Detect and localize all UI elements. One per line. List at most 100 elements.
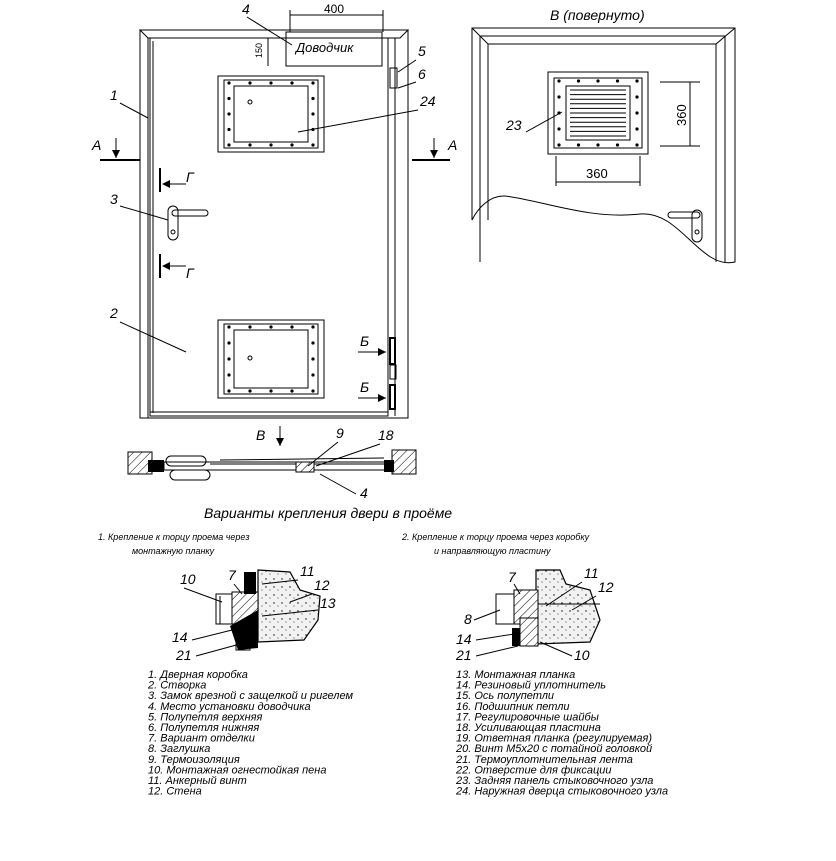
variant-2-wall	[535, 569, 601, 645]
vent-panel	[547, 71, 649, 155]
fastener-dot	[269, 81, 273, 85]
fastener-dot	[557, 79, 561, 83]
fastener-dot	[311, 81, 315, 85]
fastener-dot	[311, 389, 315, 393]
variant-1-line1: 1. Крепление к торцу проема через	[98, 532, 250, 542]
callout-5: 5	[418, 43, 426, 59]
v1-callout-10: 10	[180, 571, 196, 587]
legend-item: 4. Место установки доводчика	[148, 701, 311, 713]
fastener-dot	[269, 325, 273, 329]
legend-item: 22. Отверстие для фиксации	[455, 764, 612, 776]
legend-item: 19. Ответная планка (регулируемая)	[456, 733, 652, 745]
legend-item: 21. Термоуплотнительная лента	[455, 754, 633, 766]
hinge-top-upper	[389, 67, 398, 89]
closer-area	[285, 31, 383, 67]
fastener-dot	[311, 373, 315, 377]
fastener-dot	[248, 325, 252, 329]
legend-item: 14. Резиновый уплотнитель	[456, 680, 606, 692]
fastener-dot	[635, 79, 639, 83]
fastener-dot	[227, 127, 231, 132]
fastener-dot	[311, 127, 315, 132]
callout-4-plan: 4	[360, 485, 368, 501]
v2-callout-12: 12	[598, 579, 614, 595]
legend-item: 18. Усиливающая пластина	[456, 722, 601, 734]
v1-callout-13: 13	[320, 595, 336, 611]
door-frame	[139, 29, 409, 419]
dim-360-v-text: 360	[674, 104, 689, 126]
v2-callout-8: 8	[464, 611, 472, 627]
fastener-dot	[635, 95, 639, 99]
plan-wall-right	[391, 449, 417, 475]
view-b-handle-plate	[691, 209, 703, 243]
fastener-dot	[227, 96, 231, 101]
v1-callout-7: 7	[228, 567, 237, 583]
section-g-top-label: Г	[186, 169, 195, 185]
legend-item: 11. Анкерный винт	[148, 775, 247, 787]
v1-callout-14: 14	[172, 629, 188, 645]
v1-callout-11: 11	[300, 563, 315, 579]
section-b-2-label: Б	[360, 379, 369, 395]
door-front-view: Доводчик 400 150 4 5 6 24	[91, 1, 457, 446]
v2-callout-10: 10	[574, 647, 590, 663]
fastener-dot	[311, 357, 315, 361]
fastener-dot	[311, 325, 315, 329]
legend-item: 23. Задняя панель стыковочного узла	[455, 775, 653, 787]
callout-1: 1	[110, 87, 118, 103]
v2-callout-11: 11	[584, 565, 599, 581]
fastener-dot	[635, 127, 639, 131]
callout-24: 24	[419, 93, 436, 109]
view-b-handle	[667, 211, 701, 219]
view-b: В (повернуто) 360 360 23	[471, 7, 736, 264]
fastener-dot	[311, 143, 315, 147]
fastener-dot	[576, 79, 581, 83]
fastener-dot	[557, 111, 561, 115]
view-b-title: В (повернуто)	[550, 7, 645, 23]
dim-400-text: 400	[324, 2, 344, 16]
fastener-dot	[557, 95, 561, 99]
legend-item: 5. Полупетля верхняя	[148, 711, 263, 723]
callout-3: 3	[110, 191, 118, 207]
legend-item: 7. Вариант отделки	[148, 733, 255, 745]
fastener-dot	[635, 111, 639, 115]
fastener-dot	[557, 143, 561, 147]
callout-2: 2	[109, 305, 118, 321]
fastener-dot	[615, 79, 620, 83]
fastener-dot	[227, 325, 231, 329]
legend-item: 17. Регулировочные шайбы	[456, 711, 599, 723]
closer-label: Доводчик	[294, 40, 354, 55]
legend-item: 10. Монтажная огнестойкая пена	[148, 764, 326, 776]
fastener-dot	[248, 143, 252, 147]
section-a-left-label: А	[91, 137, 101, 153]
dim-150-text: 150	[254, 43, 264, 58]
fastener-dot	[269, 143, 273, 147]
fastener-dot	[227, 143, 231, 147]
variant-1: 1. Крепление к торцу проема через монтаж…	[98, 532, 336, 663]
view-b-outline	[471, 27, 736, 264]
fastener-dot	[227, 81, 231, 85]
section-g-bottom-label: Г	[186, 265, 195, 281]
fastener-dot	[311, 341, 315, 345]
fastener-dot	[248, 81, 252, 85]
fastener-dot	[557, 127, 561, 131]
legend-item: 6. Полупетля нижняя	[148, 722, 259, 734]
legend-item: 20. Винт М5х20 с потайной головкой	[455, 743, 652, 755]
fastener-dot	[227, 341, 231, 345]
hinge-b-1	[389, 337, 396, 365]
callout-23: 23	[505, 117, 522, 133]
callout-4: 4	[242, 1, 250, 17]
fastener-dot	[290, 389, 294, 393]
plan-leaf	[163, 461, 387, 471]
fastener-dot	[311, 96, 315, 101]
fastener-dot	[311, 112, 315, 116]
callout-9: 9	[336, 425, 344, 441]
vent-slats	[570, 89, 626, 137]
variants-title: Варианты крепления двери в проёме	[204, 505, 452, 521]
section-a-right-label: А	[447, 137, 457, 153]
variant-2-line2: и направляющую пластину	[434, 546, 551, 556]
door-leaf	[149, 37, 389, 417]
hinge-b-2	[389, 384, 396, 410]
fastener-dot	[596, 143, 600, 147]
fastener-dot	[269, 389, 273, 393]
variant-1-line2: монтажную планку	[132, 546, 215, 556]
